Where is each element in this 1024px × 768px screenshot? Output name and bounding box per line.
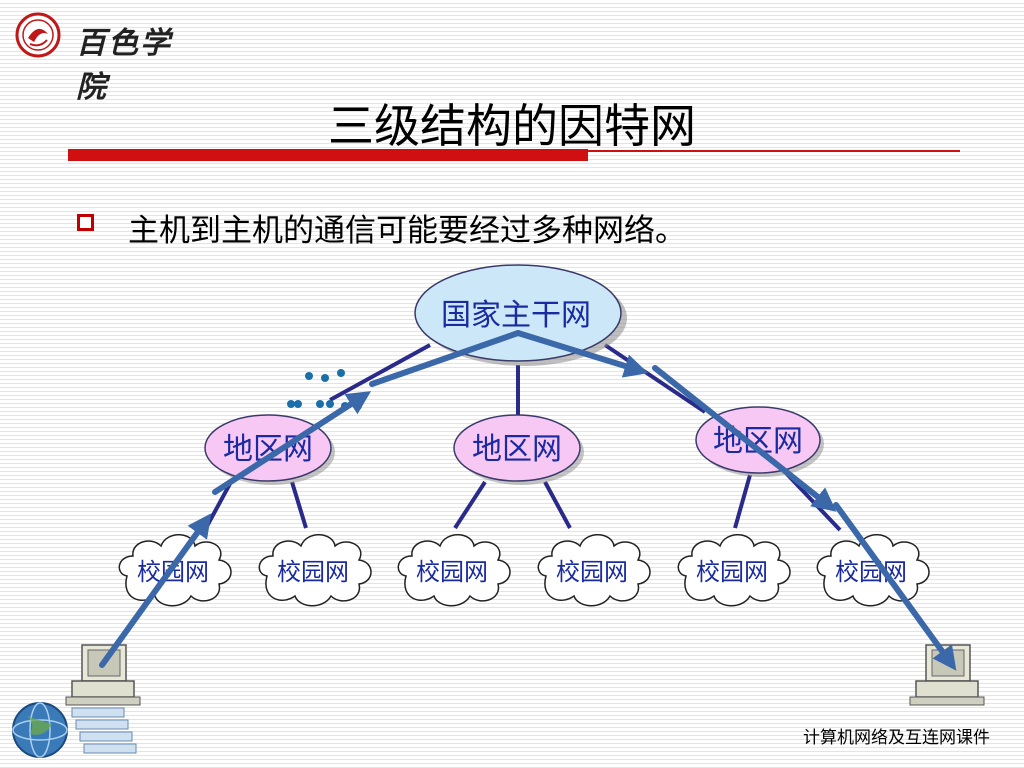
arrow-regional-to-campus [652,365,837,512]
dot [326,400,334,408]
campus-label-6: 校园网 [835,559,907,586]
campus-cloud-4: 校园网 [537,533,651,607]
link-regional-campus-5 [733,474,752,529]
regional-node-2: 地区网 [453,414,584,485]
regional-label-2: 地区网 [472,433,562,466]
campus-cloud-6: 校园网 [816,533,930,607]
link-regional-campus-3 [453,480,487,530]
dot [321,374,329,382]
arrow-campus-to-regional [212,391,372,495]
monitor-slab [79,731,133,742]
campus-label-3: 校园网 [416,559,488,586]
dot [287,400,295,408]
dot [305,372,313,380]
college-logo: 百色学院 [14,12,194,105]
link-regional-campus-4 [543,481,572,529]
link-backbone-regional-left [329,343,431,402]
arrow-host-to-campus [99,513,212,668]
dot [294,400,302,408]
footer-course-name: 计算机网络及互连网课件 [803,728,990,748]
arrow-regional-to-backbone [369,330,521,387]
network-links [204,343,842,532]
campus-label-2: 校园网 [277,559,349,586]
data-path-arrows [99,330,957,671]
monitor-stack-icon [71,707,137,754]
dot [337,369,345,377]
college-name: 百色学院 [76,26,172,105]
monitor-slab [75,719,129,730]
bullet-square-icon [77,214,94,231]
left-host-computer-icon [65,644,141,706]
backbone-label: 国家主干网 [441,299,591,332]
campus-cloud-1: 校园网 [118,533,232,607]
campus-cloud-2: 校园网 [258,533,372,607]
slide-title: 三级结构的因特网 [328,99,696,153]
arrow-backbone-to-regional [515,330,649,378]
title-underline-thick [68,149,588,161]
monitor-slab [83,743,137,754]
monitor-slab [71,707,125,718]
campus-label-5: 校园网 [696,559,768,586]
globe-icon [12,702,68,758]
dot [316,400,324,408]
link-regional-campus-2 [290,481,308,529]
arrow-campus-to-host [833,502,957,671]
college-seal-icon [15,12,61,58]
link-backbone-regional-right [603,343,707,414]
backbone-node: 国家主干网 [414,264,627,366]
campus-cloud-3: 校园网 [397,533,511,607]
bullet-text: 主机到主机的通信可能要经过多种网络。 [128,213,686,249]
campus-cloud-5: 校园网 [677,533,791,607]
campus-label-4: 校园网 [556,559,628,586]
title-underline-thin [588,150,960,152]
